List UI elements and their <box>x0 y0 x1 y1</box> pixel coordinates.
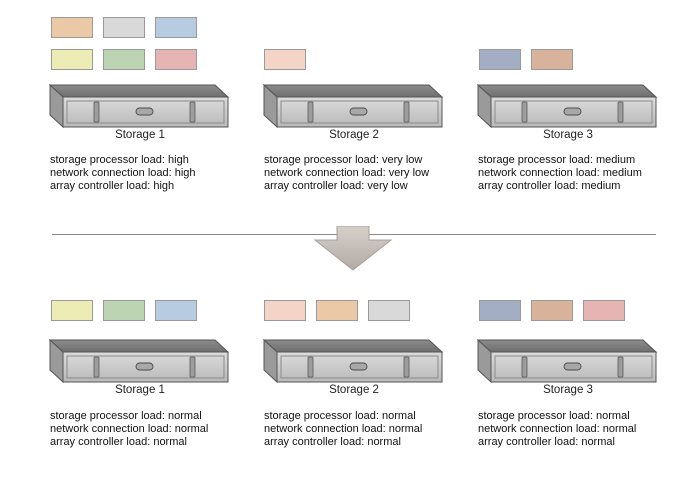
vm-block <box>531 300 573 321</box>
storage-array-icon <box>263 338 443 383</box>
network-connection-load: network connection load: normal <box>50 423 209 435</box>
storage-processor-load: storage processor load: normal <box>478 410 630 422</box>
vm-block <box>583 300 625 321</box>
load-list: storage processor load: normal network c… <box>50 410 208 449</box>
vm-block <box>51 300 93 321</box>
storage-array-icon <box>49 83 229 128</box>
vm-block <box>51 49 93 70</box>
array-controller-load: array controller load: normal <box>478 436 615 448</box>
array-controller-load: array controller load: high <box>50 180 175 192</box>
load-list: storage processor load: high network con… <box>50 154 196 193</box>
storage-array-icon <box>263 83 443 128</box>
storage-array-icon <box>477 83 657 128</box>
vm-block <box>155 49 197 70</box>
storage-label: Storage 2 <box>329 384 379 396</box>
vm-block <box>51 17 93 38</box>
vm-block <box>479 49 521 70</box>
vm-block <box>264 300 306 321</box>
network-connection-load: network connection load: normal <box>264 423 423 435</box>
storage-label: Storage 3 <box>543 129 593 141</box>
storage-array-icon <box>49 338 229 383</box>
array-controller-load: array controller load: normal <box>264 436 401 448</box>
network-connection-load: network connection load: normal <box>478 423 637 435</box>
down-arrow-icon <box>314 226 392 271</box>
storage-array-icon <box>477 338 657 383</box>
vm-block <box>155 300 197 321</box>
storage-label: Storage 2 <box>329 129 379 141</box>
load-list: storage processor load: very low network… <box>264 154 429 193</box>
vm-block <box>103 300 145 321</box>
array-controller-load: array controller load: normal <box>50 436 187 448</box>
load-list: storage processor load: normal network c… <box>478 410 636 449</box>
vm-block <box>155 17 197 38</box>
storage-processor-load: storage processor load: normal <box>264 410 416 422</box>
array-controller-load: array controller load: medium <box>478 180 621 192</box>
network-connection-load: network connection load: high <box>50 167 196 179</box>
network-connection-load: network connection load: very low <box>264 167 430 179</box>
vm-block <box>103 17 145 38</box>
load-list: storage processor load: medium network c… <box>478 154 642 193</box>
vm-block <box>531 49 573 70</box>
storage-label: Storage 3 <box>543 384 593 396</box>
vm-block <box>103 49 145 70</box>
storage-label: Storage 1 <box>115 384 165 396</box>
storage-label: Storage 1 <box>115 129 165 141</box>
array-controller-load: array controller load: very low <box>264 180 408 192</box>
storage-processor-load: storage processor load: normal <box>50 410 202 422</box>
storage-processor-load: storage processor load: high <box>50 154 189 166</box>
storage-processor-load: storage processor load: very low <box>264 154 423 166</box>
vm-block <box>368 300 410 321</box>
load-list: storage processor load: normal network c… <box>264 410 422 449</box>
network-connection-load: network connection load: medium <box>478 167 642 179</box>
vm-block <box>316 300 358 321</box>
vm-block <box>264 49 306 70</box>
storage-processor-load: storage processor load: medium <box>478 154 636 166</box>
vm-block <box>479 300 521 321</box>
